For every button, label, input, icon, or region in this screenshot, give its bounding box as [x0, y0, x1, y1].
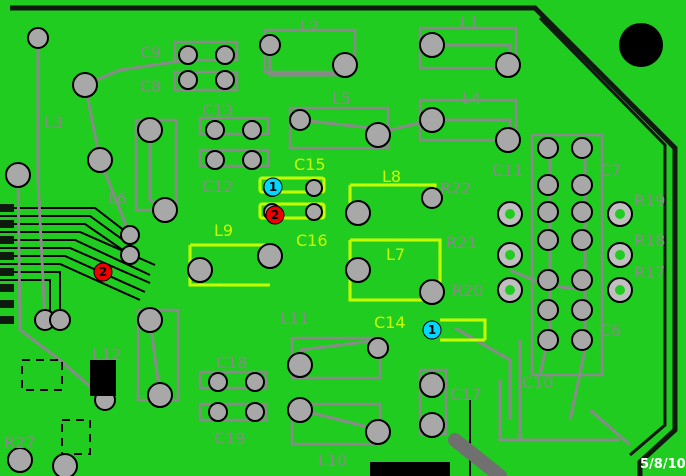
label-C11: C11: [492, 161, 524, 180]
label-R18: R18: [634, 231, 665, 250]
marker-2-top-text: 2: [271, 208, 279, 222]
label-R20: R20: [452, 281, 483, 300]
label-L12: L12: [92, 345, 121, 364]
ic-l12-body: [90, 360, 116, 396]
label-L5: L5: [332, 89, 351, 108]
label-L1: L1: [460, 13, 479, 32]
label-C18: C18: [216, 353, 248, 372]
label-L3: L3: [44, 113, 63, 132]
label-L7: L7: [386, 245, 405, 264]
mounting-hole: [619, 23, 663, 67]
label-C13: C13: [202, 101, 234, 120]
label-R17: R17: [634, 263, 665, 282]
resistor-ring-holes: [505, 209, 625, 295]
label-L8: L8: [382, 167, 401, 186]
label-C16: C16: [296, 231, 328, 250]
smd-pad-outlines: [21, 359, 91, 455]
marker-2-top[interactable]: [265, 205, 285, 225]
left-edge-pads: [0, 204, 14, 324]
bottom-dark-region: [370, 462, 450, 476]
label-R19: R19: [634, 191, 665, 210]
label-C12: C12: [202, 177, 234, 196]
label-C9: C9: [140, 43, 161, 62]
label-R27: R27: [4, 433, 35, 452]
marker-1-top-text: 1: [269, 180, 277, 194]
label-L11: L11: [280, 309, 309, 328]
label-C7: C7: [600, 161, 621, 180]
date-stamp: 5/8/10: [640, 457, 686, 472]
label-R21: R21: [446, 233, 477, 252]
label-C19: C19: [214, 429, 246, 448]
label-C10: C10: [522, 373, 554, 392]
label-R22: R22: [440, 179, 471, 198]
label-C8: C8: [140, 77, 161, 96]
net-markers: 1 2 2 1: [93, 177, 442, 340]
label-C6: C6: [600, 321, 621, 340]
marker-2-left[interactable]: [93, 262, 113, 282]
label-L9: L9: [214, 221, 233, 240]
label-C14: C14: [374, 313, 406, 332]
marker-2-left-text: 2: [99, 265, 107, 279]
board-edge-trace-inner: [538, 16, 667, 457]
dark-rail: [448, 433, 507, 476]
label-L10: L10: [318, 451, 347, 470]
label-L6: L6: [108, 189, 127, 208]
label-L2: L2: [300, 17, 319, 36]
marker-1-top[interactable]: [263, 177, 283, 197]
label-L4: L4: [462, 89, 481, 108]
label-C15: C15: [294, 155, 326, 174]
marker-1-right-text: 1: [428, 323, 436, 337]
highlighted-net: [188, 176, 487, 342]
board-edge-trace: [10, 5, 678, 476]
marker-1-right[interactable]: [422, 320, 442, 340]
label-C17: C17: [450, 385, 482, 404]
